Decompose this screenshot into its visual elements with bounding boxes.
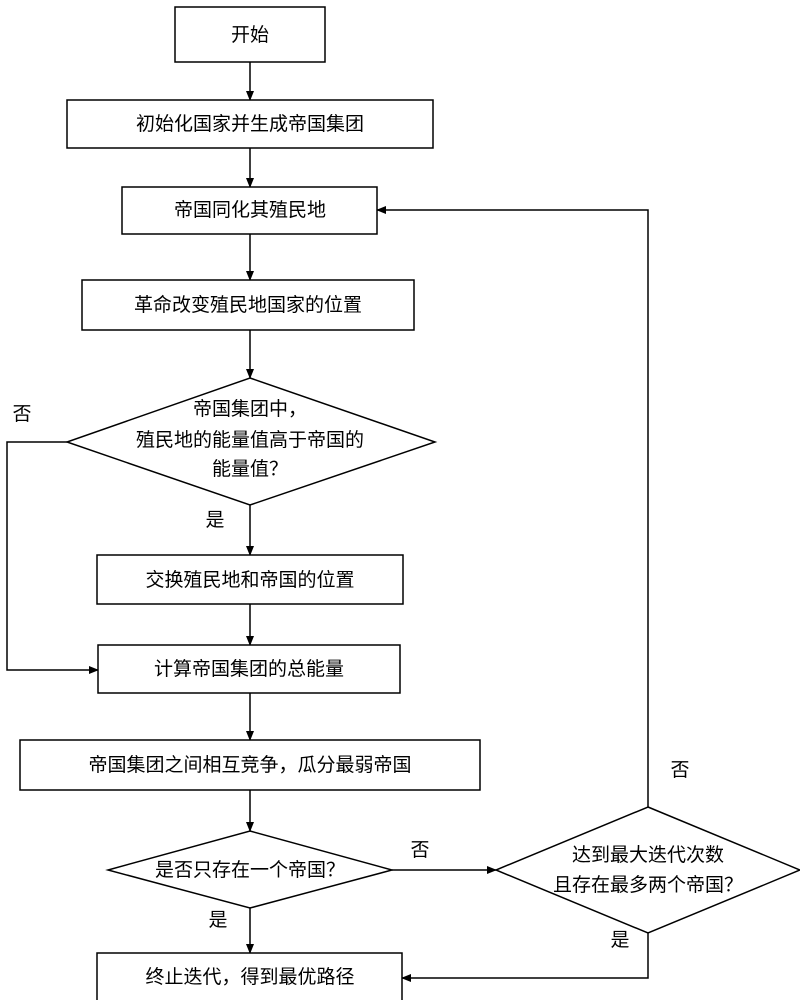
node-revolution-label: 革命改变殖民地国家的位置 [134, 294, 362, 316]
node-max-iter-line-2: 且存在最多两个帝国？ [553, 874, 743, 896]
node-revolution: 革命改变殖民地国家的位置 [81, 279, 415, 331]
label-one-empire-yes: 是 [208, 909, 227, 931]
node-swap: 交换殖民地和帝国的位置 [96, 554, 404, 605]
node-start-label: 开始 [231, 24, 269, 46]
edge-max-no-assimilate [376, 206, 649, 807]
label-check-energy-no: 否 [12, 403, 31, 425]
node-init-label: 初始化国家并生成帝国集团 [136, 113, 364, 135]
node-check-energy-line-1: 帝国集团中， [193, 398, 307, 420]
edge-max-yes-terminate [401, 933, 649, 982]
node-terminate-label: 终止迭代，得到最优路径 [145, 966, 354, 988]
label-check-energy-yes: 是 [205, 509, 224, 531]
node-one-empire: 是否只存在一个帝国？ [105, 830, 395, 909]
label-max-iter-yes: 是 [610, 929, 629, 951]
edge-check-no-total [6, 441, 99, 674]
node-max-iter-line-1: 达到最大迭代次数 [572, 844, 724, 866]
node-terminate: 终止迭代，得到最优路径 [96, 952, 403, 1000]
node-max-iter: 达到最大迭代次数 且存在最多两个帝国？ [494, 806, 800, 934]
node-assimilate: 帝国同化其殖民地 [121, 186, 378, 235]
label-one-empire-no: 否 [410, 839, 429, 861]
node-assimilate-label: 帝国同化其殖民地 [174, 199, 326, 221]
node-swap-label: 交换殖民地和帝国的位置 [145, 569, 354, 591]
node-start: 开始 [174, 6, 326, 63]
node-check-energy-line-3: 能量值？ [212, 458, 288, 480]
label-max-iter-no: 否 [670, 759, 689, 781]
node-init: 初始化国家并生成帝国集团 [66, 99, 434, 149]
node-total-energy-label: 计算帝国集团的总能量 [154, 658, 344, 680]
node-compete-label: 帝国集团之间相互竞争，瓜分最弱帝国 [88, 754, 411, 776]
node-check-energy: 帝国集团中， 殖民地的能量值高于帝国的 能量值？ [64, 377, 438, 506]
node-one-empire-label: 是否只存在一个帝国？ [155, 859, 345, 881]
node-total-energy: 计算帝国集团的总能量 [97, 644, 401, 694]
node-compete: 帝国集团之间相互竞争，瓜分最弱帝国 [19, 739, 481, 791]
edges [6, 62, 649, 982]
node-check-energy-line-2: 殖民地的能量值高于帝国的 [136, 429, 364, 451]
